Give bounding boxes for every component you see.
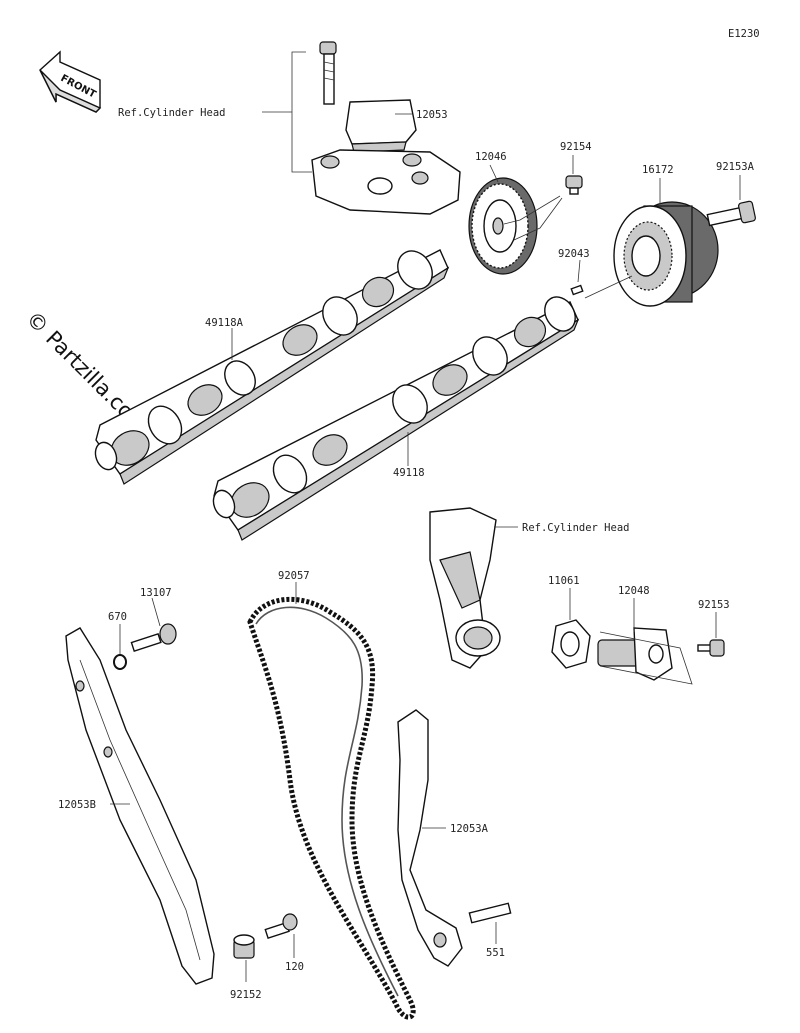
camshaft-49118[interactable]	[210, 291, 582, 541]
label-92153: 92153	[698, 599, 730, 611]
guide-bolt-120[interactable]	[264, 913, 298, 940]
label-670: 670	[108, 611, 127, 623]
camshaft-holder-12053[interactable]	[345, 99, 417, 153]
label-92057: 92057	[278, 570, 310, 582]
guide-pin-551[interactable]	[468, 902, 512, 924]
camshaft-cap-bolt[interactable]	[319, 41, 337, 105]
cylinder-head-section	[429, 507, 501, 669]
label-551: 551	[486, 947, 505, 959]
label-11061: 11061	[548, 575, 580, 587]
o-ring-670[interactable]	[113, 654, 127, 670]
label-92152: 92152	[230, 989, 262, 1001]
label-92154: 92154	[560, 141, 592, 153]
cam-chain-92057[interactable]	[247, 596, 416, 1020]
diagram-code: E1230	[728, 28, 760, 40]
label-12048: 12048	[618, 585, 650, 597]
guide-bolt-13107[interactable]	[130, 623, 177, 652]
cam-phaser-16172[interactable]	[613, 201, 719, 307]
label-12053: 12053	[416, 109, 448, 121]
label-16172: 16172	[642, 164, 674, 176]
dowel-pin-92043[interactable]	[570, 284, 584, 296]
label-92043: 92043	[558, 248, 590, 260]
label-49118A: 49118A	[205, 317, 244, 329]
phaser-bolt-92153A[interactable]	[706, 200, 756, 227]
camshaft-49118A[interactable]	[92, 245, 450, 485]
label-13107: 13107	[140, 587, 172, 599]
chain-guide-12053A[interactable]	[397, 709, 463, 967]
label-12053B: 12053B	[58, 799, 96, 811]
label-92153A: 92153A	[716, 161, 755, 173]
label-12053A: 12053A	[450, 823, 489, 835]
label-ref-cylinder-head-right: Ref.Cylinder Head	[522, 522, 629, 534]
label-ref-cylinder-head-top: Ref.Cylinder Head	[118, 107, 225, 119]
tensioner-bolt-92153[interactable]	[697, 639, 725, 657]
label-12046: 12046	[475, 151, 507, 163]
camshaft-sprocket-12046[interactable]	[468, 177, 538, 275]
label-49118: 49118	[393, 467, 425, 479]
chain-guide-12053B[interactable]	[65, 627, 215, 985]
chain-tensioner-12048[interactable]	[597, 627, 673, 681]
label-120: 120	[285, 961, 304, 973]
front-arrow-icon: FRONT	[39, 50, 102, 113]
camshaft-cap-lower[interactable]	[311, 149, 461, 215]
sprocket-bolt-92154[interactable]	[565, 175, 583, 195]
tensioner-gasket-11061[interactable]	[551, 619, 591, 669]
bushing-92152[interactable]	[233, 934, 255, 959]
